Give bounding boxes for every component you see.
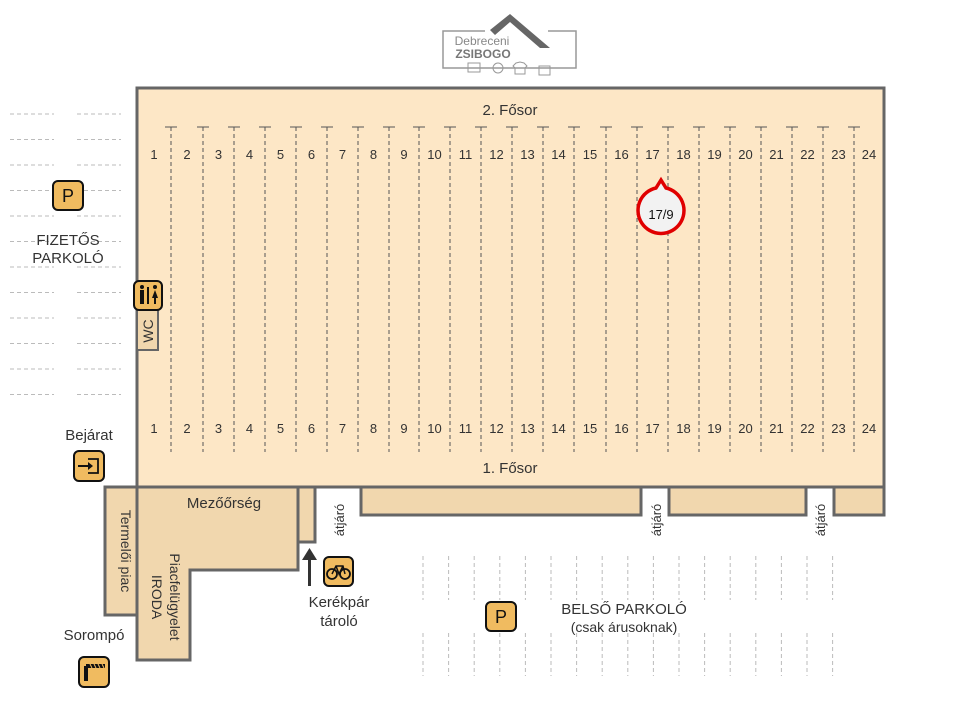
stall-number-row2: 21 (769, 147, 783, 162)
stall-number-row1: 15 (583, 421, 597, 436)
passage-label-1: átjáró (332, 504, 347, 537)
stall-number-row1: 17 (645, 421, 659, 436)
inner-parking-sign-icon[interactable]: P (485, 601, 517, 632)
stall-number-row2: 15 (583, 147, 597, 162)
row-label-1: 1. Fősor (482, 460, 537, 477)
stall-number-row1: 9 (400, 421, 407, 436)
stall-number-row2: 19 (707, 147, 721, 162)
stall-number-row1: 10 (427, 421, 441, 436)
office-label: IRODA (149, 575, 165, 620)
small-building (296, 485, 317, 544)
stall-number-row2: 8 (370, 147, 377, 162)
stall-number-row1: 22 (800, 421, 814, 436)
stall-number-row1: 2 (183, 421, 190, 436)
stall-number-row2: 11 (459, 147, 473, 162)
stall-number-row2: 18 (676, 147, 690, 162)
stall-number-row1: 13 (520, 421, 534, 436)
stall-number-row1: 6 (308, 421, 315, 436)
stall-number-row2: 2 (183, 147, 190, 162)
wc-icon[interactable] (133, 280, 163, 311)
stall-number-row2: 17 (645, 147, 659, 162)
barrier-label: Sorompó (64, 627, 125, 644)
row-label-2: 2. Fősor (482, 102, 537, 119)
stall-number-row1: 24 (862, 421, 876, 436)
stall-number-row2: 22 (800, 147, 814, 162)
parking-sign-letter: P (62, 186, 74, 206)
stall-number-row2: 10 (427, 147, 441, 162)
market-area (135, 86, 886, 489)
bike-storage-label-2: tároló (320, 613, 358, 630)
bicycle-icon[interactable] (323, 556, 354, 587)
stall-number-row1: 1 (150, 421, 157, 436)
entrance-icon[interactable] (73, 450, 105, 482)
stall-number-row1: 3 (215, 421, 222, 436)
stall-number-row2: 9 (400, 147, 407, 162)
logo-line2: ZSIBOGO (455, 47, 510, 61)
shirt-icon (512, 61, 528, 75)
stall-number-row1: 16 (614, 421, 628, 436)
stall-number-row2: 6 (308, 147, 315, 162)
barrier-icon[interactable] (78, 656, 110, 688)
logo: Debreceni ZSIBOGO (442, 14, 577, 76)
stall-number-row2: 3 (215, 147, 222, 162)
stall-number-row1: 12 (489, 421, 503, 436)
stall-number-row2: 13 (520, 147, 534, 162)
stall-number-row1: 20 (738, 421, 752, 436)
stall-number-row1: 23 (831, 421, 845, 436)
passage-label-2: átjáró (649, 504, 664, 537)
furniture-icon (538, 65, 551, 76)
passage-label-3: átjáró (813, 504, 828, 537)
arrow-up-icon (302, 548, 317, 586)
supervision-label: Piacfelügyelet (167, 553, 183, 640)
stall-number-row2: 23 (831, 147, 845, 162)
logo-line1: Debreceni (455, 34, 510, 48)
inner-parking-lots (422, 556, 834, 676)
stall-numbers: 1122334455667788991010111112121313141415… (150, 147, 876, 436)
producer-market-label: Termelői piac (118, 510, 134, 592)
entrance-label: Bejárat (65, 427, 113, 444)
bottom-stall-strip (359, 485, 886, 517)
stall-number-row1: 8 (370, 421, 377, 436)
stall-number-row2: 14 (551, 147, 565, 162)
stall-number-row2: 1 (150, 147, 157, 162)
stall-location-marker[interactable]: 17/9 (636, 176, 686, 236)
stall-number-row1: 21 (769, 421, 783, 436)
stall-number-row2: 20 (738, 147, 752, 162)
stall-number-row2: 4 (246, 147, 253, 162)
parking-sign-letter: P (495, 607, 507, 627)
paid-parking-label-2: PARKOLÓ (32, 250, 103, 267)
paid-parking-lots (10, 113, 121, 395)
inner-parking-label: BELSŐ PARKOLÓ (561, 601, 687, 618)
stall-number-row1: 14 (551, 421, 565, 436)
stall-number-row2: 7 (339, 147, 346, 162)
marker-label: 17/9 (648, 207, 673, 222)
stall-number-row1: 18 (676, 421, 690, 436)
paid-parking-label-1: FIZETŐS (36, 232, 99, 249)
dishes-icon (492, 62, 504, 74)
wc-label: WC (140, 319, 156, 342)
tv-icon (467, 62, 481, 73)
stall-number-row1: 19 (707, 421, 721, 436)
office-building (135, 485, 300, 662)
field-guard-label: Mezőőrség (187, 495, 261, 512)
stall-number-row1: 5 (277, 421, 284, 436)
bike-storage-label-1: Kerékpár (309, 594, 370, 611)
stall-number-row1: 4 (246, 421, 253, 436)
stall-number-row1: 7 (339, 421, 346, 436)
stall-number-row2: 5 (277, 147, 284, 162)
paid-parking-sign-icon[interactable]: P (52, 180, 84, 211)
stall-number-row2: 12 (489, 147, 503, 162)
stall-number-row2: 24 (862, 147, 876, 162)
stall-number-row2: 16 (614, 147, 628, 162)
stall-lines (165, 126, 860, 452)
inner-parking-note: (csak árusoknak) (571, 619, 678, 635)
stall-number-row1: 11 (459, 421, 473, 436)
